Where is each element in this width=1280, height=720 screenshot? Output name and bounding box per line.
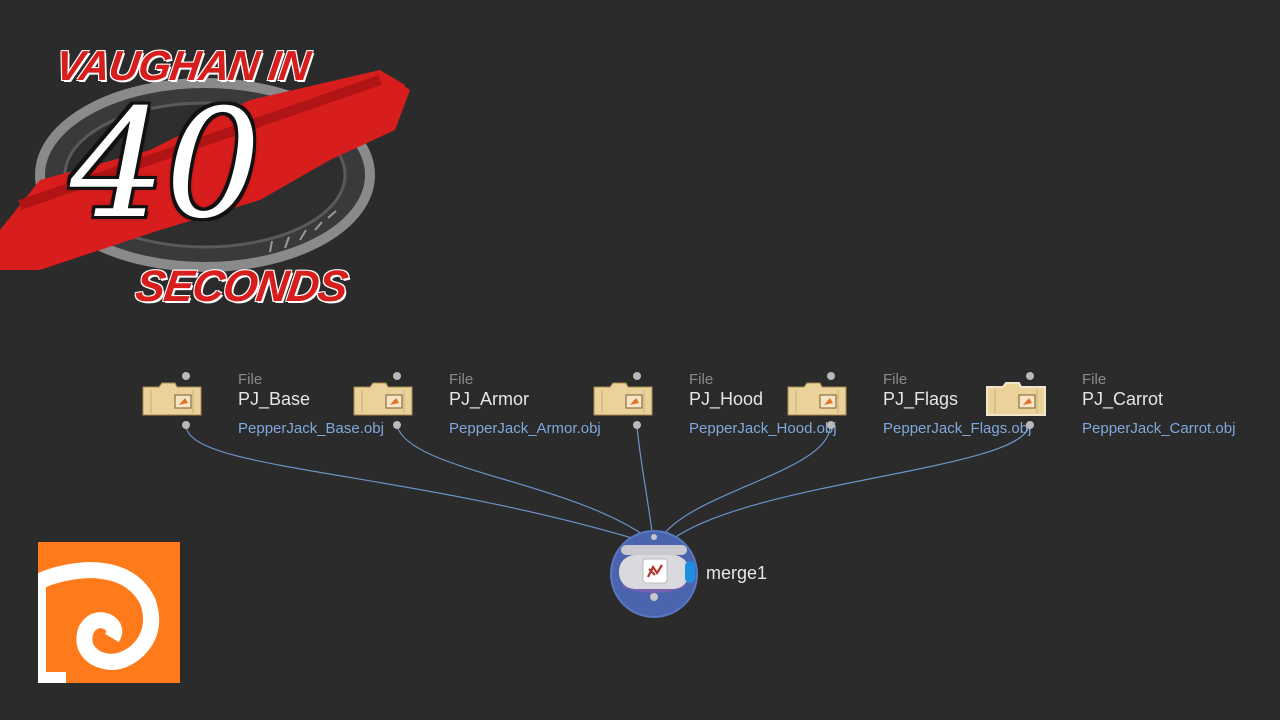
file-node-pj-flags[interactable]: File PJ_Flags PepperJack_Flags.obj xyxy=(786,370,1031,440)
wire-pj-hood xyxy=(636,425,653,533)
node-file-path: PepperJack_Hood.obj xyxy=(689,420,837,437)
wire-pj-flags xyxy=(663,425,831,535)
wire-pj-armor xyxy=(396,425,643,535)
node-file-path: PepperJack_Flags.obj xyxy=(883,420,1032,437)
folder-icon xyxy=(142,382,202,416)
input-connector[interactable] xyxy=(1026,372,1034,380)
output-connector[interactable] xyxy=(393,421,401,429)
file-node-pj-hood[interactable]: File PJ_Hood PepperJack_Hood.obj xyxy=(592,370,837,440)
output-connector[interactable] xyxy=(633,421,641,429)
stopwatch-icon xyxy=(0,70,410,272)
node-file-path: PepperJack_Armor.obj xyxy=(449,420,601,437)
input-connector[interactable] xyxy=(827,372,835,380)
output-connector[interactable] xyxy=(182,421,190,429)
node-type-label: File xyxy=(238,371,263,388)
file-node-pj-carrot[interactable]: File PJ_Carrot PepperJack_Carrot.obj xyxy=(985,370,1235,440)
folder-icon xyxy=(353,382,413,416)
houdini-swirl-icon xyxy=(38,542,180,683)
node-name[interactable]: PJ_Armor xyxy=(449,389,530,409)
input-connector[interactable] xyxy=(633,372,641,380)
series-logo: VAUGHAN IN 40 SECONDS xyxy=(0,30,420,330)
series-title-bottom: SECONDS xyxy=(132,262,351,311)
wire-pj-base xyxy=(185,425,633,539)
output-connector[interactable] xyxy=(827,421,835,429)
node-type-label: File xyxy=(449,371,474,388)
node-type-label: File xyxy=(689,371,714,388)
node-type-label: File xyxy=(1082,371,1107,388)
output-connector[interactable] xyxy=(1026,421,1034,429)
merge-node[interactable] xyxy=(609,529,699,619)
input-connector[interactable] xyxy=(393,372,401,380)
node-type-label: File xyxy=(883,371,908,388)
folder-icon xyxy=(986,382,1046,416)
merge-icon xyxy=(647,564,663,578)
node-name[interactable]: PJ_Flags xyxy=(883,389,959,409)
folder-icon xyxy=(593,382,653,416)
series-title-number: 40 xyxy=(70,78,261,252)
node-file-path: PepperJack_Base.obj xyxy=(238,420,384,437)
file-node-pj-base[interactable]: File PJ_Base PepperJack_Base.obj xyxy=(141,370,384,440)
merge-node-name[interactable]: merge1 xyxy=(706,563,768,583)
wire-pj-carrot xyxy=(673,425,1030,539)
node-name[interactable]: PJ_Base xyxy=(238,389,311,409)
file-node-pj-armor[interactable]: File PJ_Armor PepperJack_Armor.obj xyxy=(352,370,601,440)
node-name[interactable]: PJ_Hood xyxy=(689,389,764,409)
node-file-path: PepperJack_Carrot.obj xyxy=(1082,420,1236,437)
node-name[interactable]: PJ_Carrot xyxy=(1082,389,1164,409)
input-connector[interactable] xyxy=(182,372,190,380)
folder-icon xyxy=(787,382,847,416)
